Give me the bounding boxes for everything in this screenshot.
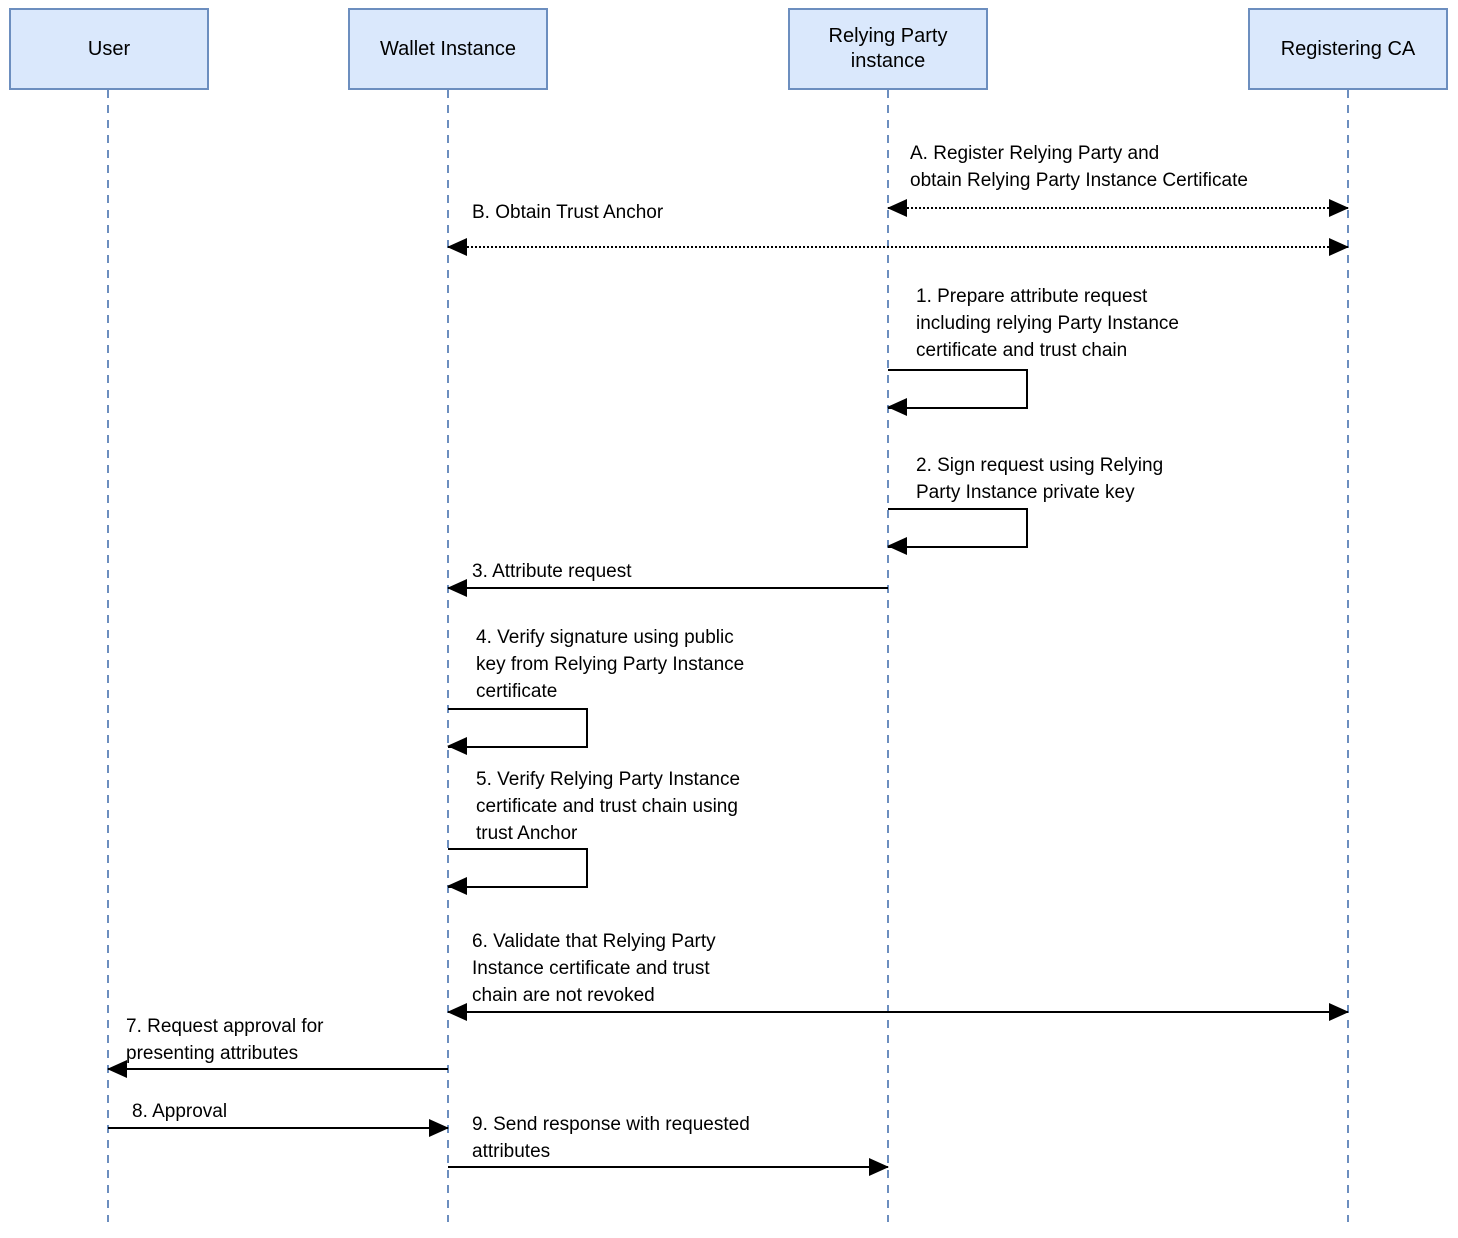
dotted-line [448,246,1348,248]
loop-line [448,848,588,888]
message-b-label: B. Obtain Trust Anchor [472,202,664,223]
message-2-self-loop [887,508,1028,555]
solid-line [448,1166,888,1168]
message-2-label: 2. Sign request using Relying Party Inst… [916,455,1164,503]
arrowhead-right-icon [429,1119,449,1137]
loop-line [888,508,1028,548]
solid-line [448,1011,1348,1013]
lifeline-registering-ca [1347,90,1349,1222]
solid-line [448,587,888,589]
lifeline-relying-party-instance [887,90,889,1222]
arrowhead-left-icon [447,1003,467,1021]
arrowhead-right-icon [1329,199,1349,217]
arrowhead-left-icon [447,579,467,597]
message-5-self-loop [447,848,588,895]
message-4-self-loop [447,708,588,755]
actor-box-user: User [9,8,209,90]
actor-box-registering-ca: Registering CA [1248,8,1448,90]
message-a-label: A. Register Relying Party and obtain Rel… [910,143,1248,191]
arrowhead-left-icon [447,238,467,256]
message-1-label: 1. Prepare attribute request including r… [916,286,1179,361]
arrowhead-right-icon [1329,1003,1349,1021]
arrowhead-left-icon [107,1060,127,1078]
arrowhead-right-icon [869,1158,889,1176]
message-4-label: 4. Verify signature using public key fro… [476,627,745,702]
lifeline-user [107,90,109,1222]
lifeline-wallet-instance [447,90,449,1222]
arrowhead-left-icon [447,877,467,895]
message-6-label: 6. Validate that Relying Party Instance … [472,931,716,1006]
message-3-label: 3. Attribute request [472,561,632,582]
arrowhead-right-icon [1329,238,1349,256]
loop-line [448,708,588,748]
message-7-label: 7. Request approval for presenting attri… [126,1016,324,1064]
message-9-label: 9. Send response with requested attribut… [472,1114,750,1162]
message-1-self-loop [887,369,1028,416]
solid-line [108,1068,448,1070]
arrowhead-left-icon [887,398,907,416]
loop-line [888,369,1028,409]
arrowhead-left-icon [887,537,907,555]
arrowhead-left-icon [887,199,907,217]
arrowhead-left-icon [447,737,467,755]
dotted-line [888,207,1348,209]
actor-box-wallet-instance: Wallet Instance [348,8,548,90]
message-5-label: 5. Verify Relying Party Instance certifi… [476,769,741,844]
actor-box-relying-party-instance: Relying Party instance [788,8,988,90]
message-8-label: 8. Approval [132,1101,228,1122]
solid-line [108,1127,448,1129]
